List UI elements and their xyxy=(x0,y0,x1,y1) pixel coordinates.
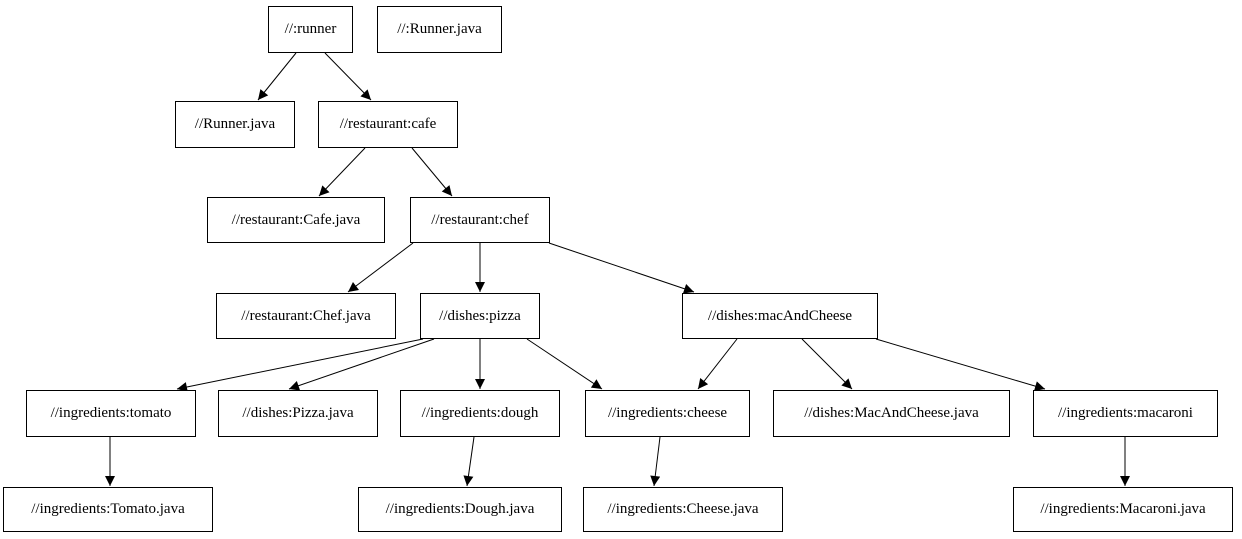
edge-cafe-to-chef xyxy=(411,147,453,197)
graph-node-dough-java: //ingredients:Dough.java xyxy=(358,487,562,532)
edge-runner-to-runner-java xyxy=(257,52,297,101)
graph-node-macaroni-java: //ingredients:Macaroni.java xyxy=(1013,487,1233,532)
edge-cheese-to-cheese-java xyxy=(650,436,661,487)
graph-node-runner-java-src: //:Runner.java xyxy=(377,6,502,53)
graph-node-mac-and-cheese: //dishes:macAndCheese xyxy=(682,293,878,339)
edge-chef-to-chef-java xyxy=(347,242,414,293)
graph-node-cheese-java: //ingredients:Cheese.java xyxy=(583,487,783,532)
edge-chef-to-mac-and-cheese xyxy=(548,242,695,294)
edge-mac-and-cheese-to-macaroni xyxy=(875,338,1046,391)
edge-pizza-to-tomato xyxy=(176,338,424,392)
edges-group xyxy=(105,52,1130,487)
graph-node-cafe: //restaurant:cafe xyxy=(318,101,458,148)
graph-node-macaroni: //ingredients:macaroni xyxy=(1033,390,1218,437)
edge-pizza-to-pizza-java xyxy=(288,338,435,391)
edge-pizza-to-cheese xyxy=(526,338,603,390)
graph-node-tomato-java: //ingredients:Tomato.java xyxy=(3,487,213,532)
graph-node-cafe-java: //restaurant:Cafe.java xyxy=(207,197,385,243)
graph-node-tomato: //ingredients:tomato xyxy=(26,390,196,437)
graph-node-pizza-java: //dishes:Pizza.java xyxy=(218,390,378,437)
edge-runner-to-cafe xyxy=(324,52,372,101)
graph-node-runner: //:runner xyxy=(268,6,353,53)
graph-node-runner-java: //Runner.java xyxy=(175,101,295,148)
graph-node-dough: //ingredients:dough xyxy=(400,390,560,437)
graph-node-pizza: //dishes:pizza xyxy=(420,293,540,339)
graph-node-chef-java: //restaurant:Chef.java xyxy=(216,293,396,339)
graph-node-cheese: //ingredients:cheese xyxy=(585,390,750,437)
graph-node-mac-and-cheese-java: //dishes:MacAndCheese.java xyxy=(773,390,1010,437)
graph-node-chef: //restaurant:chef xyxy=(410,197,550,243)
edge-dough-to-dough-java xyxy=(463,436,475,487)
edge-mac-and-cheese-to-cheese xyxy=(697,338,738,390)
edge-mac-and-cheese-to-mac-and-cheese-java xyxy=(801,338,853,390)
edge-cafe-to-cafe-java xyxy=(318,147,366,197)
